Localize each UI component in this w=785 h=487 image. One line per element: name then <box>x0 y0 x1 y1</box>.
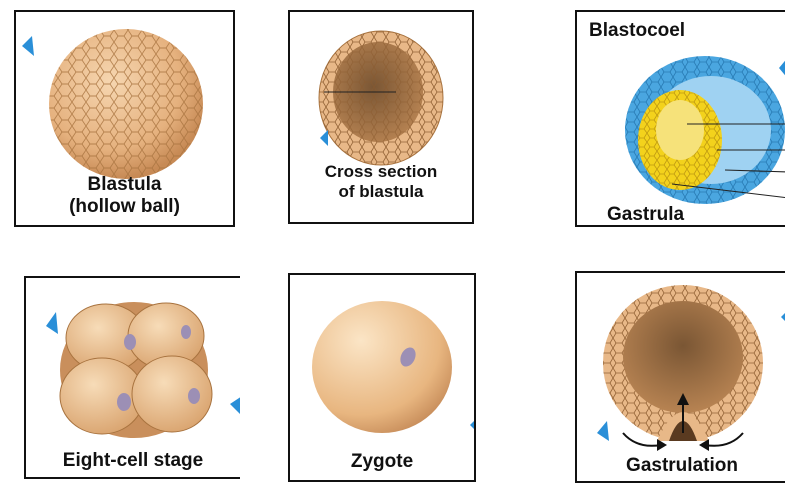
blastula-panel: Blastula (hollow ball) <box>14 10 235 227</box>
pointer-icon <box>779 56 785 80</box>
pointer-icon <box>22 36 34 56</box>
pointer-icon <box>470 417 476 433</box>
eight-cell-illustration <box>26 278 240 479</box>
gastrulation-illustration <box>577 273 785 483</box>
pointer-icon <box>46 312 58 334</box>
gastrula-illustration <box>577 12 785 227</box>
gastrulation-label: Gastrulation <box>577 455 785 477</box>
blastocoel-label: Blastocoel <box>589 20 685 42</box>
pointer-icon <box>781 309 785 325</box>
blastula-sublabel: (hollow ball) <box>16 196 233 218</box>
zygote-panel: Zygote <box>288 273 476 482</box>
cross-section-sublabel: of blastula <box>290 182 472 202</box>
blastomere <box>132 356 212 432</box>
pointer-icon <box>230 396 240 416</box>
gastrula-panel: Blastocoel Gastrula <box>575 10 785 227</box>
pointer-icon <box>320 130 328 146</box>
pointer-icon <box>597 421 609 441</box>
blastula-label: Blastula <box>16 174 233 196</box>
cross-section-label: Cross section <box>290 162 472 182</box>
blastomere <box>60 358 144 434</box>
zygote-cell <box>312 301 452 433</box>
gastrulation-panel: Gastrulation <box>575 271 785 483</box>
gastrula-label: Gastrula <box>607 204 684 226</box>
zygote-label: Zygote <box>290 451 474 473</box>
eight-cell-panel: Eight-cell stage <box>24 276 240 479</box>
eight-cell-label: Eight-cell stage <box>26 450 240 472</box>
cross-section-panel: Cross section of blastula <box>288 10 474 224</box>
